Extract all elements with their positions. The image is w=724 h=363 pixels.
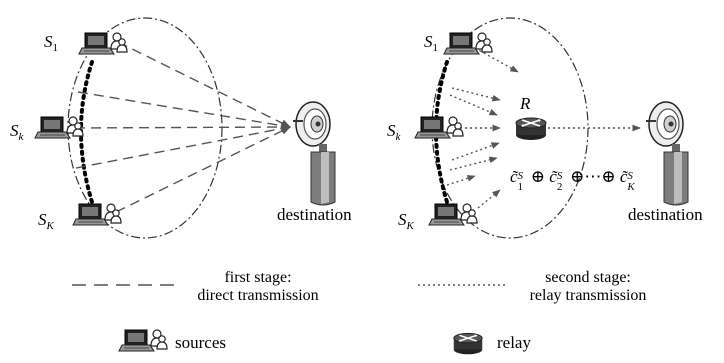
right-source-k-icon (414, 116, 464, 139)
second-stage-link-3 (449, 94, 498, 116)
right-source-K-icon (428, 203, 478, 226)
right-source-label-k: Sk (387, 121, 401, 143)
left-source-k-icon (34, 116, 84, 139)
legend-first-stage: first stage:direct transmission (197, 269, 319, 304)
right-source-1-icon (443, 32, 493, 55)
first-stage-link-5 (115, 126, 291, 213)
second-stage-link-7 (446, 175, 476, 186)
left-destination-label: destination (277, 205, 352, 224)
second-stage-link-2 (451, 87, 501, 102)
relay-node-label: R (520, 94, 531, 113)
legend-sources-icon (118, 329, 168, 352)
second-stage-link-6 (449, 156, 498, 171)
first-stage-link-1 (117, 41, 291, 128)
left-source-label-K: SK (38, 210, 54, 232)
left-source-label-1: S1 (44, 32, 58, 54)
first-stage-link-2 (77, 91, 291, 130)
left-source-1-icon (78, 32, 128, 55)
legend-sources-label: sources (175, 333, 226, 352)
relay-node-icon (515, 117, 547, 141)
left-destination-icon (292, 101, 336, 206)
right-destination-label: destination (628, 205, 703, 224)
legend-second-stage: second stage:relay transmission (529, 269, 647, 304)
second-stage-link-5 (451, 142, 500, 161)
left-source-K-icon (72, 203, 122, 226)
right-source-label-1: S1 (424, 32, 438, 54)
right-destination-icon (645, 101, 689, 206)
second-stage-link-1 (474, 47, 519, 73)
legend-relay-label: relay (497, 333, 531, 352)
first-stage-link-4 (75, 124, 291, 169)
right-source-label-K: SK (398, 210, 414, 232)
first-stage-link-3 (74, 123, 291, 131)
left-source-label-k: Sk (10, 121, 24, 143)
second-stage-link-8 (477, 189, 501, 209)
legend-relay-icon (452, 332, 484, 356)
